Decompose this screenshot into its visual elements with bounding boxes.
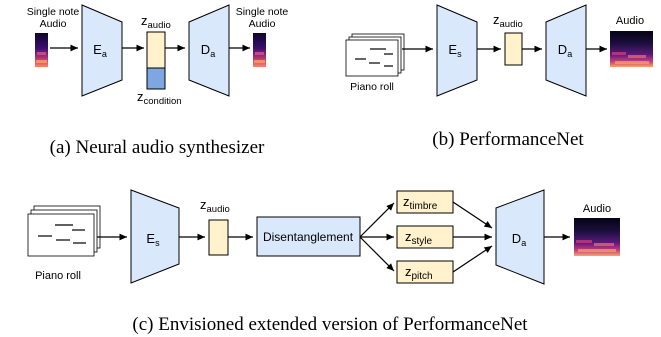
a-decoder-label: Da xyxy=(201,42,215,59)
c-decoder-block xyxy=(495,189,545,285)
a-output-spectrogram xyxy=(253,33,266,67)
a-condition-block xyxy=(146,67,166,90)
b-piano-roll-icon xyxy=(345,33,405,77)
a-encoder-block xyxy=(81,4,123,97)
c-arrow-to-timbre xyxy=(359,202,395,238)
c-encoder-block xyxy=(130,189,180,284)
b-output-label: Audio xyxy=(616,15,644,27)
c-disentanglement-label: Disentanglement xyxy=(263,230,354,244)
c-style-label: zstyle xyxy=(405,229,433,247)
a-input-label-line2: Audio xyxy=(40,18,67,30)
a-input-spectrogram xyxy=(35,33,48,67)
a-condition-label: zcondition xyxy=(137,89,182,107)
c-arrow-timbre-decoder xyxy=(452,201,493,229)
a-output-label-line2: Audio xyxy=(249,18,276,30)
a-latent-block xyxy=(146,31,166,69)
b-decoder-label: Da xyxy=(558,42,572,59)
a-decoder-block xyxy=(188,4,230,97)
c-decoder-label: Da xyxy=(512,231,526,248)
a-caption: (a) Neural audio synthesizer xyxy=(50,137,265,158)
b-input-label: Piano roll xyxy=(350,81,394,93)
c-output-label: Audio xyxy=(583,203,611,215)
c-caption: (c) Envisioned extended version of Perfo… xyxy=(132,314,528,335)
b-encoder-label: Es xyxy=(448,42,462,59)
c-arrow-to-pitch xyxy=(359,236,395,272)
panel-a-neural-audio-synthesizer: Single note Audio Ea zaudio zcondition D… xyxy=(27,4,289,158)
b-latent-block xyxy=(504,32,523,66)
c-encoder-label: Es xyxy=(146,231,160,248)
panel-b-performancenet: Piano roll Es zaudio Da Audio (b) Perfor… xyxy=(345,4,653,150)
b-caption: (b) PerformanceNet xyxy=(432,129,584,150)
c-arrow-pitch-decoder xyxy=(452,245,493,273)
c-input-label: Piano roll xyxy=(35,270,81,282)
a-encoder-label: Ea xyxy=(93,42,107,59)
c-pitch-label: zpitch xyxy=(405,264,433,282)
c-latent-label: zaudio xyxy=(200,197,230,215)
c-piano-roll-icon xyxy=(27,205,101,257)
b-output-spectrogram xyxy=(610,31,653,67)
b-encoder-block xyxy=(436,4,478,97)
b-latent-label: zaudio xyxy=(493,12,523,30)
b-decoder-block xyxy=(545,4,587,97)
panel-c-extended-performancenet: Piano roll Es zaudio Disentanglement zti… xyxy=(27,189,620,335)
c-timbre-label: ztimbre xyxy=(403,194,438,212)
a-input-label-line1: Single note xyxy=(27,6,80,18)
c-latent-block xyxy=(208,219,229,256)
a-latent-label: zaudio xyxy=(141,13,171,31)
c-output-spectrogram xyxy=(574,218,620,256)
a-output-label-line1: Single note xyxy=(236,6,289,18)
